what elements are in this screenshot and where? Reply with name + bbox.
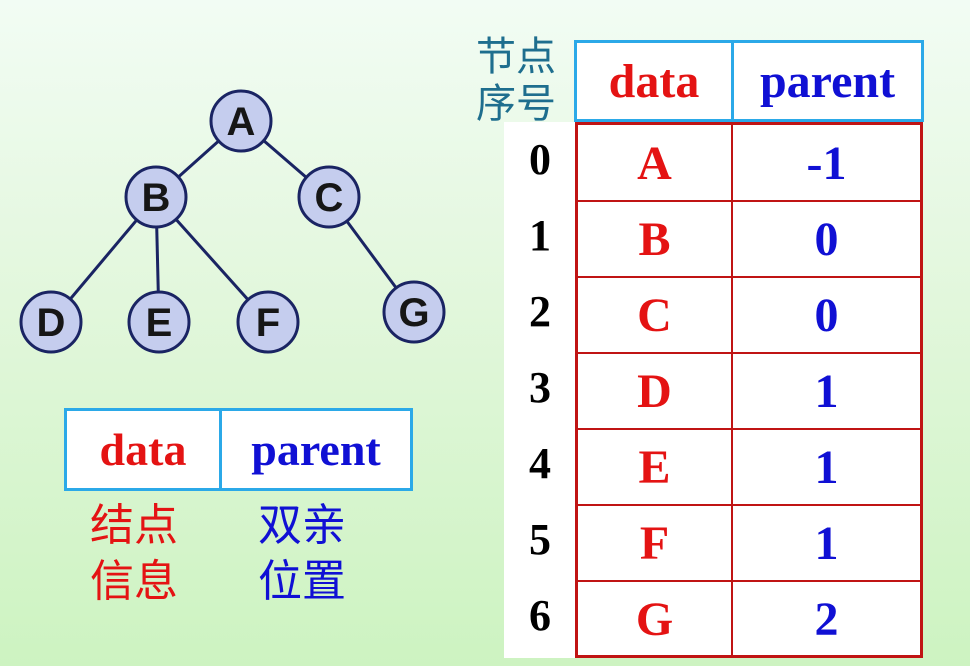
table-header: data parent [574, 40, 924, 122]
tree-node-circle [236, 290, 300, 354]
legend-data-field: data [67, 411, 222, 488]
legend-parent-note: 双亲 位置 [258, 498, 346, 610]
tree-node-circle [127, 290, 191, 354]
tree-node-circle [209, 89, 273, 153]
row-data-cell: A [578, 125, 733, 201]
row-parent-cell: 1 [814, 441, 839, 494]
row-data-cell: E [578, 430, 733, 505]
legend-parent-field: parent [251, 424, 381, 475]
tree-node-circle [124, 165, 188, 229]
header-data: data [577, 43, 734, 119]
index-column: 0 1 2 3 4 5 6 [504, 122, 576, 658]
row-data-cell: F [578, 506, 733, 581]
tree-node-label: D [37, 301, 66, 345]
tree-node-label: B [142, 176, 171, 220]
index-column-title: 节点 序号 [466, 34, 566, 128]
tree-node-circle [19, 290, 83, 354]
tree-node-g: G [382, 280, 446, 344]
index-title-line1: 节点 [476, 34, 556, 80]
tree-node-e: E [127, 290, 191, 354]
row-parent-cell: 1 [814, 517, 839, 570]
row-parent-cell: 2 [814, 593, 839, 646]
row-index: 6 [529, 591, 551, 640]
row-data-cell: B [578, 202, 733, 277]
tree-node-circle [297, 165, 361, 229]
tree-node-label: E [146, 301, 173, 345]
node-structure-legend: data parent [64, 408, 413, 491]
legend-parent-note-line2: 位置 [258, 556, 346, 607]
header-parent: parent [759, 54, 896, 108]
legend-data-note: 结点 信息 [90, 498, 178, 610]
row-parent-cell: 0 [814, 289, 839, 342]
row-parent-cell: -1 [806, 136, 847, 190]
tree-node-d: D [19, 290, 83, 354]
tree-node-label: F [256, 301, 280, 345]
tree-node-a: A [209, 89, 273, 153]
legend-parent-note-line1: 双亲 [258, 500, 346, 551]
table-row: A -1 [578, 125, 920, 201]
tree-node-circle [382, 280, 446, 344]
tree-nodes: A B C D E F G [19, 89, 446, 354]
tree-node-f: F [236, 290, 300, 354]
row-parent-cell: 1 [814, 365, 839, 418]
tree-node-label: A [227, 100, 256, 144]
tree-diagram: A B C D E F G [19, 89, 446, 354]
tree-node-c: C [297, 165, 361, 229]
tree-node-label: C [315, 176, 344, 220]
tree-node-label: G [398, 291, 429, 335]
row-index: 3 [529, 363, 551, 412]
tree-node-b: B [124, 165, 188, 229]
legend-data-note-line2: 信息 [90, 556, 178, 607]
legend-data-note-line1: 结点 [90, 500, 178, 551]
row-data-cell: G [578, 582, 733, 657]
row-index: 1 [529, 211, 551, 260]
row-index: 5 [529, 515, 551, 564]
row-data-cell: C [578, 278, 733, 353]
row-data-cell: D [578, 354, 733, 429]
row-index: 4 [529, 439, 551, 488]
row-index: 0 [529, 135, 551, 184]
row-parent-cell: 0 [814, 213, 839, 266]
index-title-line2: 序号 [476, 81, 556, 127]
row-index: 2 [529, 287, 551, 336]
